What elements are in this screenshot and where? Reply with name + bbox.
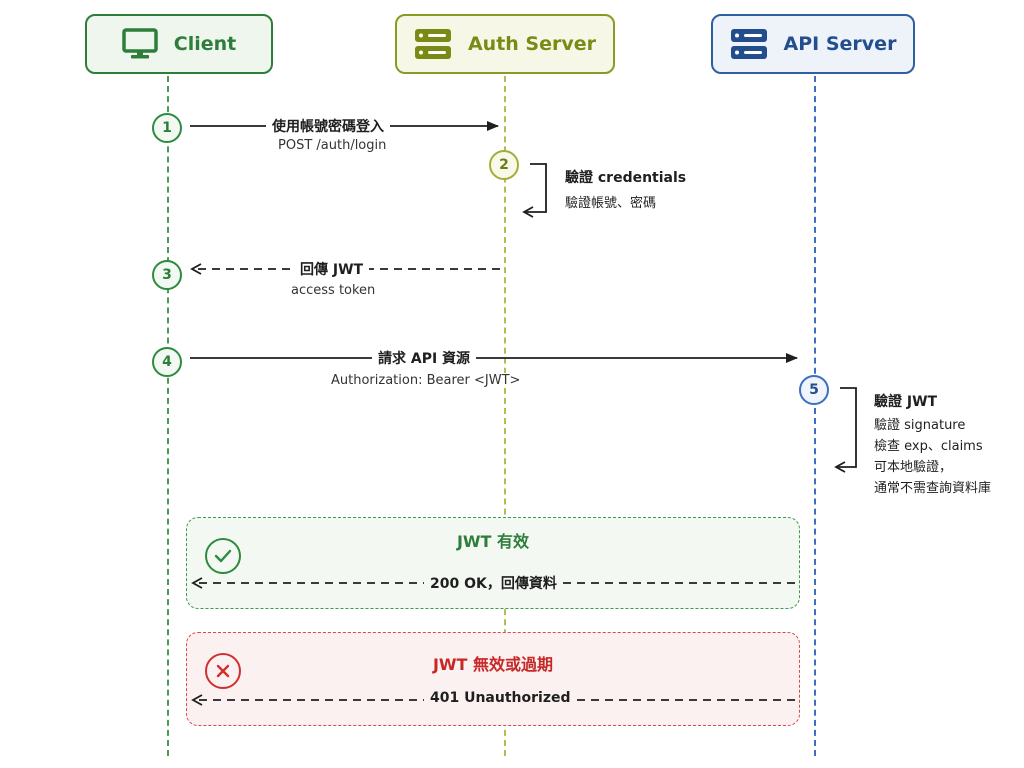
step-5-line-4: 通常不需查詢資料庫 bbox=[874, 481, 992, 496]
step-5-line-3: 可本地驗證， bbox=[874, 460, 953, 475]
lifeline-api-server bbox=[814, 76, 816, 756]
step-2-marker: 2 bbox=[489, 150, 519, 180]
actor-api-label: API Server bbox=[783, 33, 897, 55]
check-circle-icon bbox=[205, 538, 241, 574]
step-5-marker: 5 bbox=[799, 375, 829, 405]
response-200-label: 200 OK，回傳資料 bbox=[424, 573, 563, 593]
server-icon bbox=[730, 28, 768, 60]
actor-auth-label: Auth Server bbox=[467, 33, 597, 55]
x-circle-icon bbox=[205, 653, 241, 689]
step-4-marker: 4 bbox=[152, 347, 182, 377]
step-2-sub: 驗證帳號、密碼 bbox=[565, 196, 657, 211]
step-3-sub: access token bbox=[285, 283, 382, 298]
response-401-label: 401 Unauthorized bbox=[424, 690, 577, 706]
actor-auth-server: Auth Server bbox=[395, 14, 615, 74]
step-3-marker: 3 bbox=[152, 260, 182, 290]
step-5-line-2: 檢查 exp、claims bbox=[874, 439, 983, 454]
outcome-invalid-box: JWT 無效或過期 bbox=[186, 632, 800, 726]
step-1-label: 使用帳號密碼登入 bbox=[266, 116, 390, 136]
outcome-valid-box: JWT 有效 bbox=[186, 517, 800, 609]
step-1-sub: POST /auth/login bbox=[272, 138, 393, 153]
step-5-note: 驗證 JWT 驗證 signature 檢查 exp、claims 可本地驗證，… bbox=[874, 392, 991, 499]
step-2-label: 驗證 credentials bbox=[565, 170, 687, 186]
step-3-label: 回傳 JWT bbox=[294, 259, 370, 279]
lifeline-client bbox=[167, 76, 169, 756]
server-icon bbox=[414, 28, 452, 60]
step-4-sub: Authorization: Bearer <JWT> bbox=[325, 373, 527, 388]
step-2-note: 驗證 credentials 驗證帳號、密碼 bbox=[565, 168, 686, 214]
outcome-invalid-title: JWT 無效或過期 bbox=[432, 655, 554, 674]
step-4-label: 請求 API 資源 bbox=[372, 348, 477, 368]
lifeline-auth-server bbox=[504, 76, 506, 756]
arrow-step-5 bbox=[834, 387, 857, 473]
arrow-step-2 bbox=[522, 163, 547, 218]
step-5-line-1: 驗證 signature bbox=[874, 418, 966, 433]
step-1-marker: 1 bbox=[152, 113, 182, 143]
actor-api-server: API Server bbox=[711, 14, 915, 74]
monitor-icon bbox=[122, 28, 158, 60]
actor-client: Client bbox=[85, 14, 273, 74]
outcome-valid-title: JWT 有效 bbox=[456, 532, 530, 551]
step-5-label: 驗證 JWT bbox=[874, 394, 938, 410]
actor-client-label: Client bbox=[173, 33, 237, 55]
